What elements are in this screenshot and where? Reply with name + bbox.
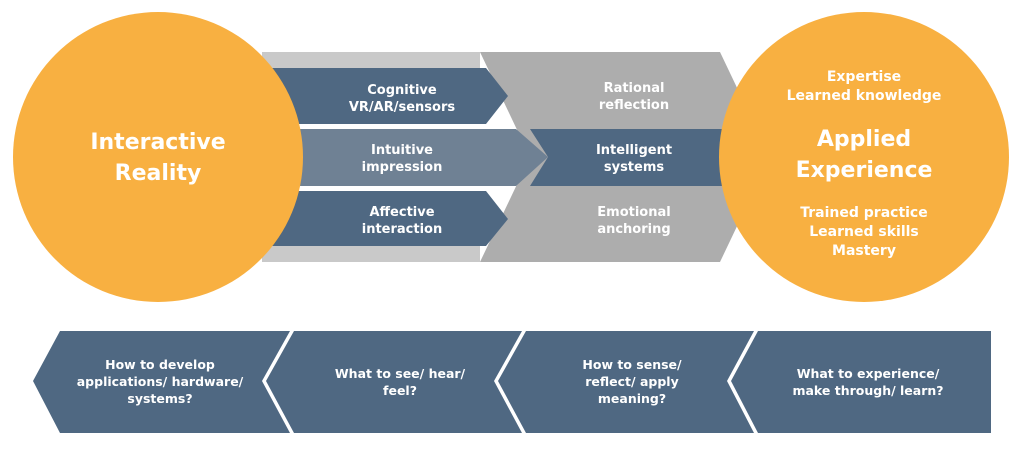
question-3-line2: reflect/ apply [585,374,678,389]
intelligent-systems-arrow [530,129,771,186]
trained-practice-label: Trained practice [800,205,927,221]
applied-experience-circle [719,12,1009,302]
emotional-label-1: Emotional [597,205,670,220]
cognitive-label-1: Cognitive [367,83,437,98]
question-4-line1: What to experience/ [797,366,940,381]
question-1-line2: applications/ hardware/ [77,374,244,389]
question-3-line3: meaning? [598,391,666,406]
interactive-reality-circle [13,12,303,302]
intuitive-label-1: Intuitive [371,143,433,158]
question-1-line1: How to develop [105,357,215,372]
question-chevron-4 [731,331,991,433]
band-background-top [262,52,480,72]
learned-skills-label: Learned skills [809,224,919,240]
question-4-line2: make through/ learn? [792,383,943,398]
left-circle-line1: Interactive [90,130,225,155]
intelligent-label-2: systems [604,160,665,175]
right-circle-title2: Experience [796,158,933,183]
mastery-label: Mastery [832,243,896,259]
intuitive-arrow [262,129,548,186]
affective-arrow [262,191,508,246]
cognitive-label-2: VR/AR/sensors [349,100,456,115]
affective-label-1: Affective [369,205,434,220]
emotional-label-2: anchoring [597,222,670,237]
expertise-label: Expertise [827,69,901,85]
question-chevron-1 [33,331,290,433]
left-circle-line2: Reality [115,161,202,186]
learned-knowledge-label: Learned knowledge [787,88,942,104]
question-2-line2: feel? [383,383,417,398]
right-circle-title1: Applied [817,127,911,152]
intuitive-label-2: impression [362,160,443,175]
question-chevron-3 [498,331,754,433]
question-2-line1: What to see/ hear/ [335,366,466,381]
affective-label-2: interaction [362,222,443,237]
cognitive-arrow [262,68,508,124]
question-3-line1: How to sense/ [582,357,682,372]
rational-label-2: reflection [599,98,669,113]
question-1-line3: systems? [127,391,192,406]
rational-label-1: Rational [604,81,665,96]
question-chevron-2 [266,331,522,433]
intelligent-label-1: Intelligent [596,143,672,158]
band-background-bottom [262,242,480,262]
